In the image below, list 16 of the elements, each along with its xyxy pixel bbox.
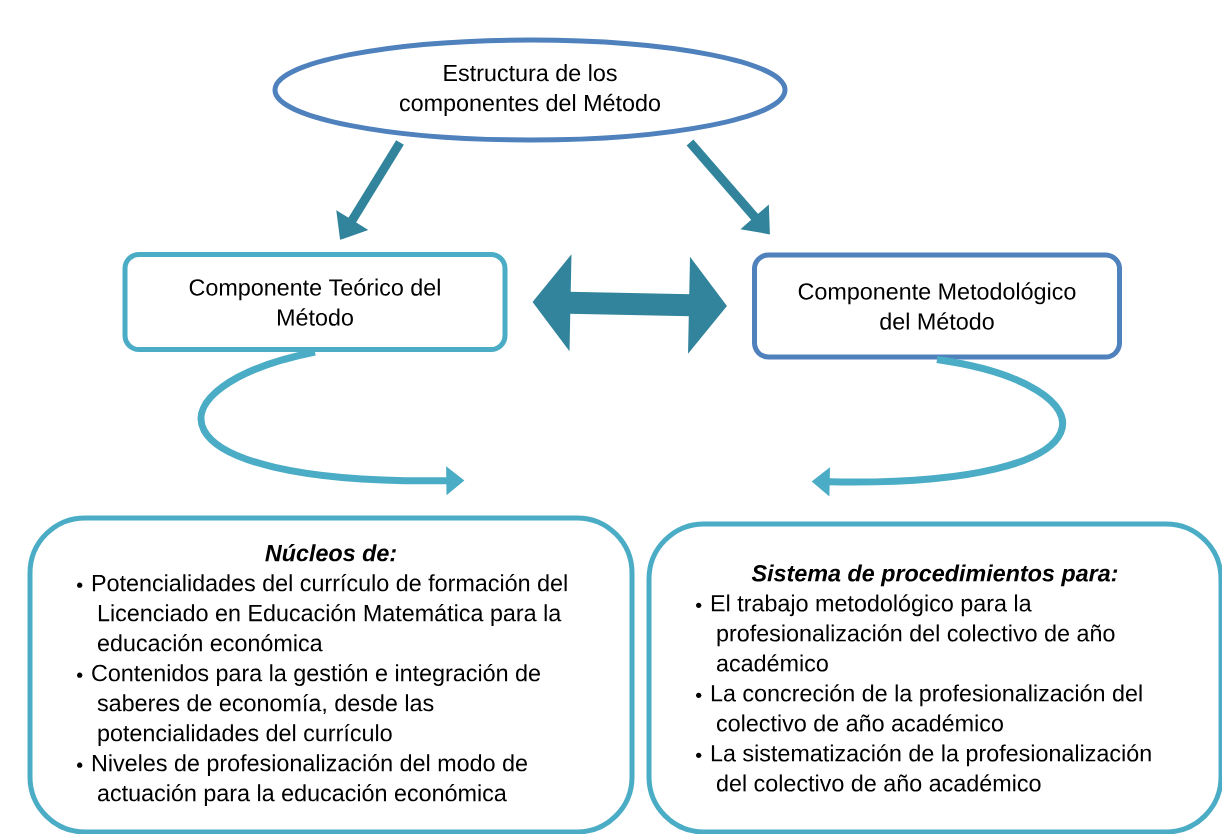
list-item: Contenidos para la gestión e integración de saberes de economía, desde las potencialidades del currículo <box>77 663 540 746</box>
heading: Sistema de procedimientos para: <box>751 564 1118 587</box>
label: Componente Metodológico del Método <box>798 282 1076 330</box>
label: Estructura de los componentes del Método <box>400 64 660 116</box>
list-item: El trabajo metodológico para la profesionalización del colectivo de año académico <box>696 594 1115 672</box>
list-item: Potencialidades del currículo de formación del Licenciado en Educación Matemática para la educación económica <box>77 573 567 652</box>
list-item: La sistematización de la profesionalización del colectivo de año académico <box>696 744 1151 792</box>
label: Componente Teórico del Método <box>189 278 440 326</box>
content-box <box>646 521 1222 834</box>
content-box <box>27 515 635 834</box>
component-box <box>752 252 1122 360</box>
component-box <box>122 252 508 352</box>
list-item: La concreción de la profesionalización del colectivo de año académico <box>696 684 1142 732</box>
heading: Núcleos de: <box>265 544 396 562</box>
list-item: Niveles de profesionalización del modo de actuación para la educación económica <box>77 753 527 806</box>
title-ellipse <box>272 37 788 143</box>
